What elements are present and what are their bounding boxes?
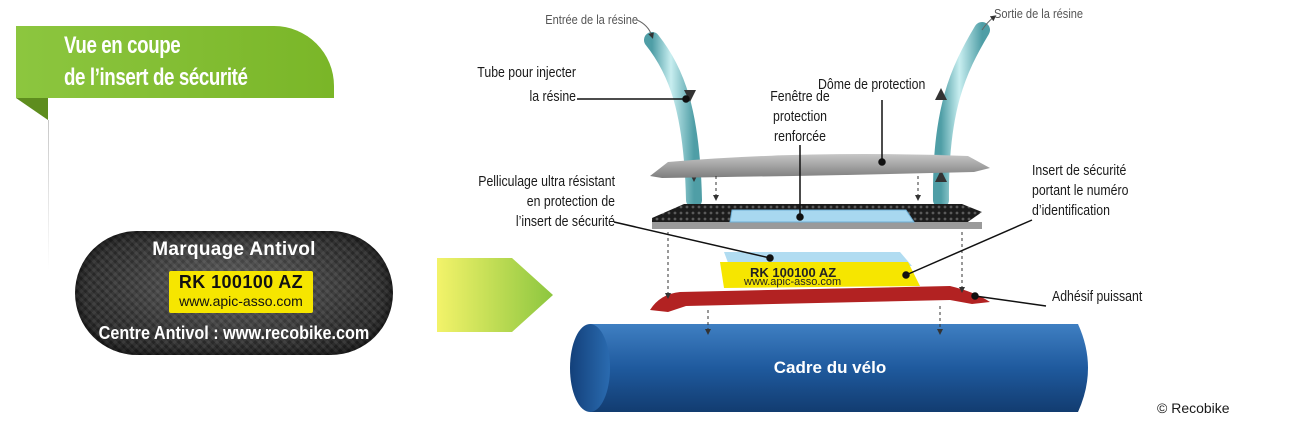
adhesive-layer — [650, 286, 990, 312]
copyright: © Recobike — [1157, 400, 1230, 416]
insert-code-text: RK 100100 AZ — [750, 265, 836, 280]
badge-id-plate: RK 100100 AZ www.apic-asso.com — [169, 271, 313, 313]
label-film-line3: l’insert de sécurité — [515, 213, 615, 230]
label-insert-line3: d’identification — [1032, 202, 1110, 219]
badge-code: RK 100100 AZ — [178, 272, 304, 292]
label-tube-line2: la résine — [529, 88, 576, 105]
bike-frame-tube — [590, 324, 1088, 412]
bike-frame-label: Cadre du vélo — [774, 358, 886, 377]
reinforced-window — [729, 209, 915, 223]
transition-arrow — [437, 258, 553, 332]
title-banner-fold — [16, 98, 48, 120]
badge-url: www.apic-asso.com — [179, 293, 303, 309]
label-insert-line2: portant le numéro — [1032, 182, 1129, 199]
label-film-line1: Pelliculage ultra résistant — [478, 173, 615, 190]
label-tube-line1: Tube pour injecter — [477, 64, 576, 81]
label-dome: Dôme de protection — [818, 76, 926, 93]
bike-frame-tube-end — [570, 324, 610, 412]
security-insert — [720, 262, 920, 288]
title-divider-line — [48, 120, 49, 270]
badge-footer: Centre Antivol : www.recobike.com — [98, 323, 370, 343]
label-adhesive: Adhésif puissant — [1052, 288, 1143, 305]
protection-dome — [650, 154, 990, 178]
resin-outlet-tube — [932, 22, 990, 208]
label-insert-line1: Insert de sécurité — [1032, 162, 1127, 179]
label-window-line2: protection — [772, 108, 828, 125]
label-resin-outlet: Sortie de la résine — [994, 6, 1084, 21]
label-window-line3: renforcée — [774, 128, 826, 145]
label-film-line2: en protection de — [526, 193, 615, 210]
title-line-1: Vue en coupe — [64, 32, 181, 59]
title-line-2: de l’insert de sécurité — [64, 64, 248, 91]
title-banner: Vue en coupe de l’insert de sécurité — [16, 26, 334, 98]
label-window-line1: Fenêtre de — [770, 88, 830, 105]
badge-title: Marquage Antivol — [152, 239, 316, 260]
antitheft-badge: Marquage Antivol RK 100100 AZ www.apic-a… — [75, 231, 393, 355]
insert-url-text: www.apic-asso.com — [743, 276, 841, 288]
label-resin-inlet: Entrée de la résine — [545, 12, 638, 27]
